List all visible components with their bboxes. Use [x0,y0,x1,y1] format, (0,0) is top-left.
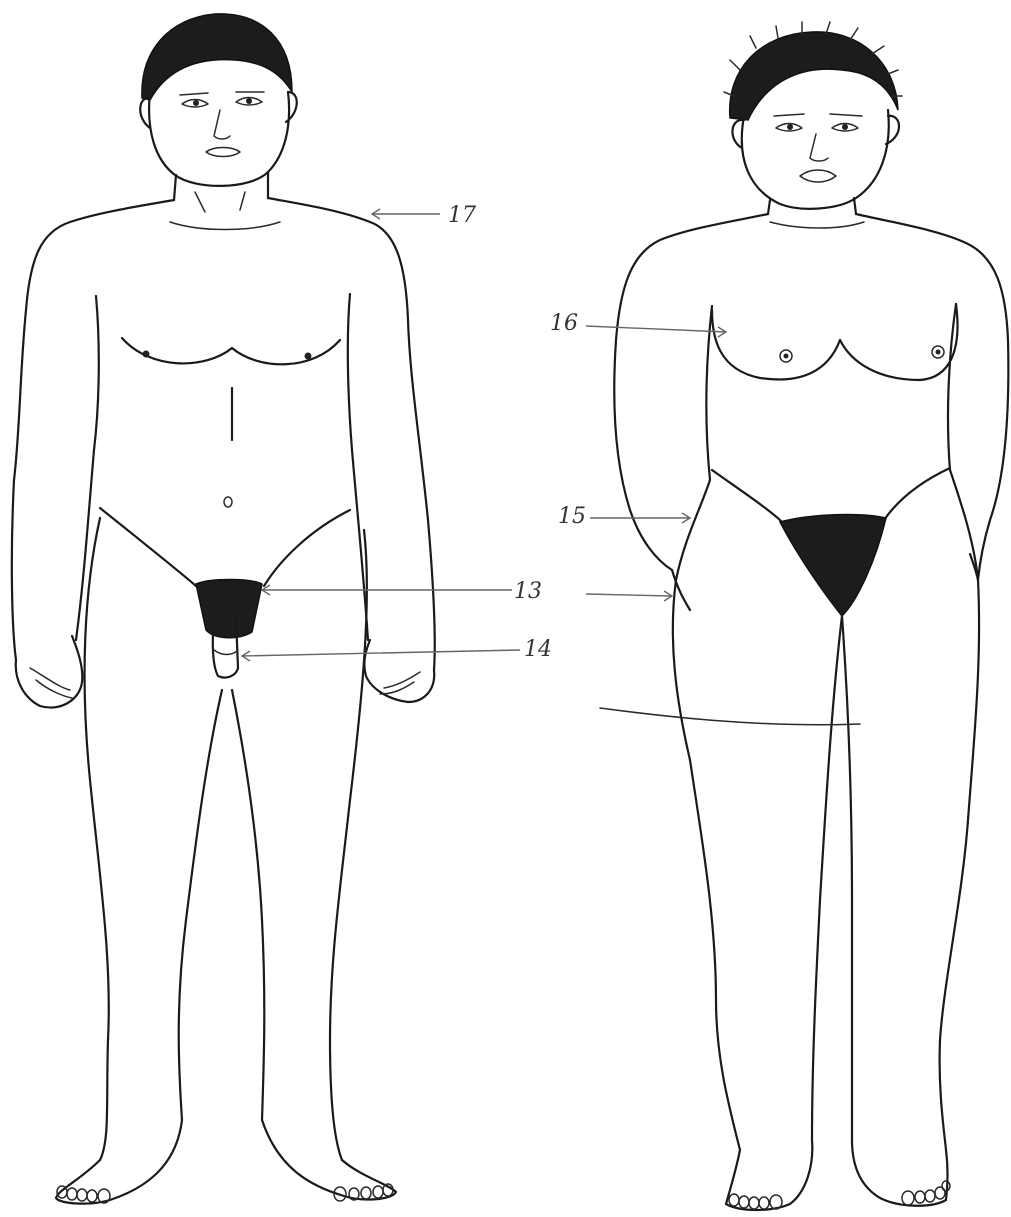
female-inner-arm-left [706,306,712,480]
arrow-14 [242,650,520,661]
female-nipple-left-center [784,354,789,359]
arrow-13-male [262,585,512,595]
label-17: 17 [448,203,476,228]
female-nipple-right-center [936,350,941,355]
male-pupil-right [246,98,252,104]
male-hand-right [364,640,434,702]
male-inner-arm-right [348,294,368,640]
male-leg-right-outer [330,530,367,1160]
male-inner-arm-left [76,296,99,640]
female-foot-right [852,1140,948,1206]
male-neck-lines [195,192,245,212]
annotation-15: 15 [558,504,690,529]
male-pubic-hair [196,580,262,638]
female-leg-left-inner [812,616,842,1140]
arrow-17 [372,209,440,219]
male-groin-line [100,508,350,586]
annotation-13: 13 [262,579,672,604]
female-head [742,110,889,209]
female-pupil-right [842,124,848,130]
female-brows [774,114,862,116]
female-toes-left [729,1194,782,1209]
male-chest [122,338,340,364]
male-navel [224,497,232,507]
female-pubic-hair [780,515,886,616]
male-hand-left [16,636,83,708]
male-brows [180,92,264,95]
female-leg-right-inner [842,616,852,1140]
male-nipple-left [143,351,150,358]
male-leg-left-outer [85,518,109,1160]
male-fingers-left [30,668,72,698]
label-16: 16 [550,311,578,336]
arrow-16 [586,326,726,337]
annotation-17: 17 [372,203,476,228]
female-leg-left-outer [690,760,740,1150]
male-pupil-left [193,100,199,106]
female-hip-right [950,470,979,820]
male-leg-left-inner [179,690,222,1120]
male-glans [214,650,238,655]
arrow-15 [590,513,690,523]
male-figure [12,14,435,1204]
female-mouth [800,170,836,182]
female-breast-left [712,310,840,379]
male-mouth [206,148,240,157]
female-figure [600,22,1008,1210]
male-nose [214,110,230,139]
male-foot-right [262,1120,396,1199]
female-breast-right [840,304,958,380]
female-inner-arm-right [948,304,956,470]
female-pupil-left [787,124,793,130]
annotation-16: 16 [550,311,726,337]
label-13: 13 [514,579,542,604]
male-nipple-right [305,353,312,360]
male-fingers-right [380,672,420,694]
arrow-13-female [586,591,672,601]
male-collar [170,222,280,230]
female-thigh-mark [600,708,860,725]
annotation-14: 14 [242,637,552,662]
female-nose [810,134,828,161]
male-hair [142,14,292,100]
female-collar [770,222,864,228]
female-neck [768,198,856,214]
label-15: 15 [558,504,586,529]
female-leg-right-outer [940,820,968,1150]
female-groin-line [712,468,950,522]
male-leg-right-inner [232,690,264,1120]
label-14: 14 [524,637,552,662]
male-foot-left [56,1120,182,1204]
